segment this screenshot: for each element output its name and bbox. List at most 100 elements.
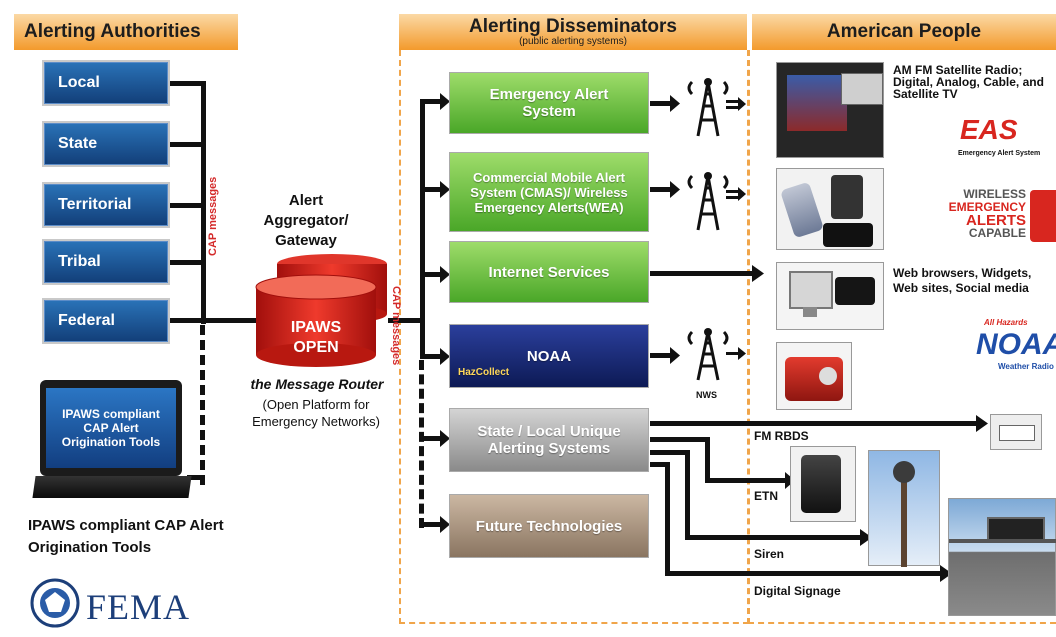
eas-logo-text: EAS [960,114,1018,145]
eas-logo-sub: Emergency Alert System [958,150,1041,157]
header-alerting-authorities-label: Alerting Authorities [24,21,201,42]
disseminator-noaa: NOAA HazCollect [449,324,649,388]
computer-image [776,262,884,330]
router-title: the Message Router [250,376,384,392]
radio-device [841,73,883,105]
etn-label: ETN [754,489,778,503]
tower-icon-nws [678,322,748,390]
authority-federal: Federal [42,298,170,344]
connector-laptop-stub [187,475,205,480]
bus-disseminators [420,101,425,357]
ipaws-database-icon [254,252,390,372]
connector-ipaws-out [388,318,424,323]
iphone-icon [835,277,875,305]
header-american-people: American People [752,14,1056,50]
eas-logo: EAS Emergency Alert System [954,114,1054,166]
header-alerting-disseminators-label: Alerting Disseminators [469,16,677,37]
router-sub: (Open Platform for Emergency Networks) [252,397,380,429]
laptop-screen: IPAWS compliant CAP Alert Origination To… [40,380,182,476]
bus-disseminators-dashed [419,360,424,528]
authority-state-label: State [58,135,98,152]
connector-territorial [170,203,206,208]
desk-phone-icon [801,455,841,513]
wea-logo-line3: ALERTS [966,212,1026,229]
siren-label: Siren [754,547,785,561]
connector-bus-vertical [201,81,206,324]
header-alerting-authorities: Alerting Authorities [14,14,238,50]
fm-rbds-display [999,425,1035,441]
siren-pole [901,475,907,567]
tv-screen [787,75,847,131]
noaa-logo-text: NOAA [976,328,1056,361]
laptop-base [32,476,192,498]
disseminator-eas: Emergency Alert System [449,72,649,134]
weather-radio-dial [819,367,837,385]
blackberry-phone [831,175,863,219]
wea-logo-line4: CAPABLE [968,226,1026,240]
disseminator-cmas: Commercial Mobile Alert System (CMAS)/ W… [449,152,649,232]
fm-rbds-label: FM RBDS [754,429,809,443]
connector-state [170,142,206,147]
siren-head [893,461,915,483]
web-label: Web browsers, Widgets, Web sites, Social… [893,266,1032,295]
aggregator-title: Alert Aggregator/ Gateway [263,192,349,249]
digital-signage-label: Digital Signage [754,584,841,598]
etn-phone-image [790,446,856,522]
authority-territorial: Territorial [42,182,170,228]
phones-image [776,168,884,250]
laptop-display: IPAWS compliant CAP Alert Origination To… [46,388,176,468]
disseminator-future-label: Future Technologies [475,517,623,535]
noaa-logo: All Hazards NOAA Weather Radio [972,316,1056,402]
digital-signage-image [948,498,1056,616]
disseminator-state-local: State / Local Unique Alerting Systems [449,408,649,472]
disseminator-internet: Internet Services [449,241,649,303]
fema-logo: FEMA [86,587,191,627]
connector-laptop-dashed [200,325,205,485]
disseminator-eas-label: Emergency Alert System [489,86,609,120]
authority-territorial-label: Territorial [58,196,132,213]
monitor-stand [803,307,817,317]
cap-messages-right: CAP messages [390,286,402,366]
disseminator-state-local-label: State / Local Unique Alerting Systems [477,423,621,457]
monitor-icon [789,271,833,309]
fm-rbds-receiver-image [990,414,1042,450]
header-alerting-disseminators: Alerting Disseminators (public alerting … [399,14,747,50]
noaa-logo-sub: Weather Radio [998,362,1054,371]
signage-gantry [949,539,1056,543]
authority-local: Local [42,60,170,106]
disseminator-noaa-sub: HazCollect [458,367,510,378]
flip-phone [780,181,824,239]
wea-signal-icon [1030,190,1056,242]
authority-local-label: Local [58,74,100,91]
nws-label: NWS [696,390,717,400]
weather-radio-image [776,342,852,410]
connector-local [170,81,206,86]
header-american-people-label: American People [826,21,982,42]
disseminator-internet-label: Internet Services [488,263,610,281]
laptop-icon: IPAWS compliant CAP Alert Origination To… [32,380,192,500]
laptop-display-text: IPAWS compliant CAP Alert Origination To… [61,407,161,449]
disseminator-noaa-label: NOAA [526,347,572,365]
siren-image [868,450,940,567]
wea-logo: WIRELESS EMERGENCY ALERTS CAPABLE [930,188,1056,246]
wea-logo-line2: EMERGENCY [948,200,1026,214]
authority-tribal: Tribal [42,239,170,285]
header-alerting-disseminators-sub: (public alerting systems) [519,36,627,47]
tower-icon-cmas [678,166,748,234]
people-panel [748,50,1056,624]
disseminator-future: Future Technologies [449,494,649,558]
disseminator-cmas-label: Commercial Mobile Alert System (CMAS)/ W… [470,169,628,215]
authority-state: State [42,121,170,167]
authority-tribal-label: Tribal [58,253,101,270]
connector-federal [170,318,270,323]
disseminator-arrows [420,93,450,533]
laptop-caption: IPAWS compliant CAP Alert Origination To… [28,517,224,556]
tower-icon-eas [678,72,748,140]
authority-federal-label: Federal [58,312,115,329]
dhs-seal-icon [30,578,80,628]
radio-tv-label: AM FM Satellite Radio; Digital, Analog, … [893,63,1044,101]
noaa-logo-top: All Hazards [984,318,1028,327]
ipaws-label: IPAWS OPEN [290,319,342,356]
wea-logo-line1: WIRELESS [963,187,1026,201]
smartphone [823,223,873,247]
